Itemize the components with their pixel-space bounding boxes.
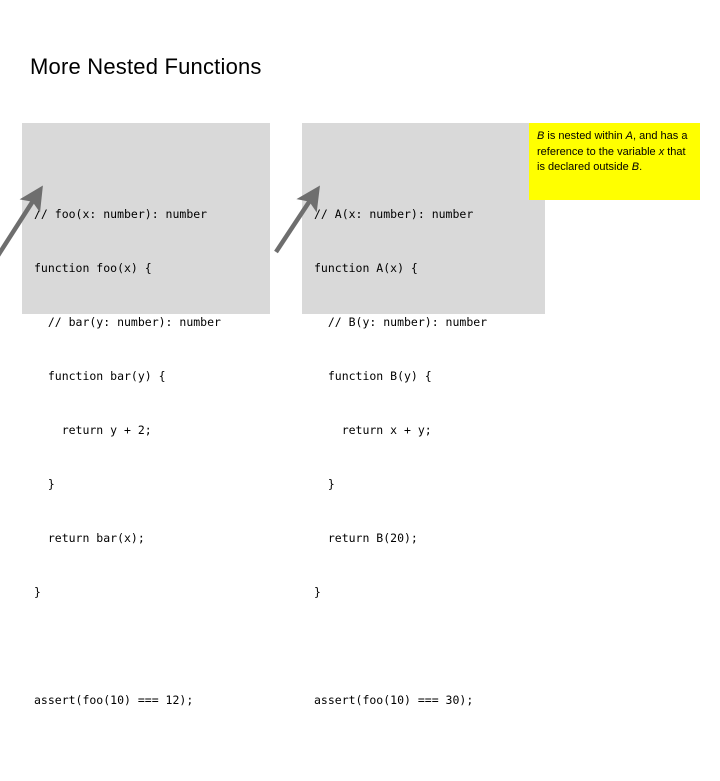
code-line: } [314,477,335,491]
callout-emphasis: B [537,130,545,142]
code-line: } [314,585,321,599]
code-lines: // foo(x: number): number function foo(x… [34,169,258,745]
code-line: // B(y: number): number [314,315,488,329]
code-block-foo-bar: // foo(x: number): number function foo(x… [22,123,270,707]
code-line: function B(y) { [314,369,432,383]
code-line: function bar(y) { [34,369,166,383]
slide-canvas: More Nested Functions // foo(x: number):… [0,54,700,707]
callout-text: that is declared outside [537,145,686,174]
code-line: // bar(y: number): number [34,315,221,329]
page-title: More Nested Functions [30,54,262,79]
code-line: return B(20); [314,531,418,545]
annotation-callout: B is nested within A, and has a referenc… [529,123,700,200]
code-line-blank [34,637,258,655]
code-line: return x + y; [314,423,432,437]
code-line-assert: assert(foo(10) === 12); [34,693,194,707]
code-line: } [34,477,55,491]
code-line-blank [314,637,533,655]
code-line: return y + 2; [34,423,152,437]
code-line: function foo(x) { [34,261,152,275]
code-line-assert: assert(foo(10) === 30); [314,693,474,707]
code-line: } [34,585,41,599]
callout-emphasis: A [625,130,634,142]
code-lines: // A(x: number): number function A(x) { … [314,169,533,745]
callout-emphasis: B [631,161,640,173]
callout-text: . [639,161,643,173]
callout-emphasis: x [658,145,665,158]
callout-text: is nested within [544,130,626,142]
code-line: // A(x: number): number [314,207,474,221]
code-block-a-b: // A(x: number): number function A(x) { … [302,123,545,707]
code-line: return bar(x); [34,531,145,545]
code-line: function A(x) { [314,261,418,275]
code-line: // foo(x: number): number [34,207,208,221]
callout-text: , and has a reference to the variable [537,130,688,158]
